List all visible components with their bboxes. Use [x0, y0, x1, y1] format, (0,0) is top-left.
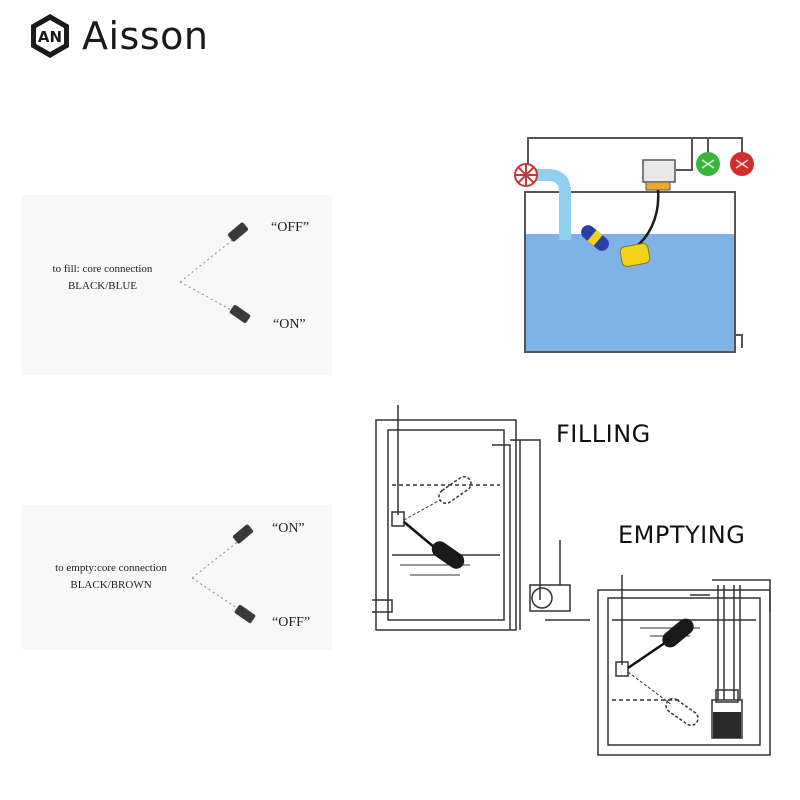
- fill-connection-line2: BLACK/BLUE: [67, 280, 138, 292]
- emptying-tank-inner: [607, 597, 761, 746]
- empty-connection-line2: BLACK/BROWN: [70, 579, 152, 591]
- empty-upper-state: “ON”: [272, 521, 305, 536]
- control-wire: [527, 137, 743, 175]
- inlet-pipe: [528, 169, 571, 240]
- filling-label: FILLING: [556, 420, 651, 448]
- filling-float-upper-icon: [438, 475, 472, 505]
- submersible-pump-icon: [713, 712, 741, 738]
- empty-wiring-lines: [191, 539, 241, 611]
- fill-wiring-lines: [179, 237, 236, 313]
- empty-lower-state: “OFF”: [272, 615, 311, 630]
- valve-wheel-icon: [514, 163, 538, 187]
- filling-tank-outer: [375, 419, 517, 631]
- emptying-float-upper-icon: [662, 618, 694, 648]
- pump-motor-icon: [642, 159, 676, 191]
- red-lamp-icon: [730, 152, 754, 176]
- emptying-tank-outer: [597, 589, 771, 756]
- fill-float-on-icon: [229, 304, 251, 324]
- emptying-label: EMPTYING: [618, 521, 746, 549]
- brand-name: Aisson: [82, 14, 209, 58]
- overflow-pipe: [735, 334, 743, 348]
- filling-float-lower-icon: [431, 541, 465, 569]
- aisson-logo-icon: AN: [31, 14, 69, 58]
- fill-connection-line1: to fill: core connection: [52, 263, 153, 275]
- fill-float-off-icon: [227, 222, 249, 242]
- empty-connection-label: to empty:core connection BLACK/BROWN: [36, 560, 186, 594]
- brand-header: AN Aisson: [26, 12, 208, 60]
- blue-float-icon: [581, 225, 609, 251]
- fill-lower-state: “ON”: [273, 317, 306, 332]
- filling-tank-inner: [387, 429, 505, 621]
- emptying-float-lower-icon: [665, 697, 699, 727]
- empty-connection-panel: [22, 505, 332, 650]
- logo-letters: AN: [38, 28, 62, 46]
- empty-connection-line1: to empty:core connection: [55, 562, 167, 574]
- empty-float-off-icon: [234, 604, 256, 624]
- empty-float-on-icon: [232, 524, 254, 544]
- fill-upper-state: “OFF”: [271, 220, 310, 235]
- green-lamp-icon: [696, 152, 720, 176]
- fill-connection-panel: [22, 195, 332, 375]
- yellow-float-icon: [619, 243, 651, 267]
- fill-connection-label: to fill: core connection BLACK/BLUE: [30, 261, 175, 295]
